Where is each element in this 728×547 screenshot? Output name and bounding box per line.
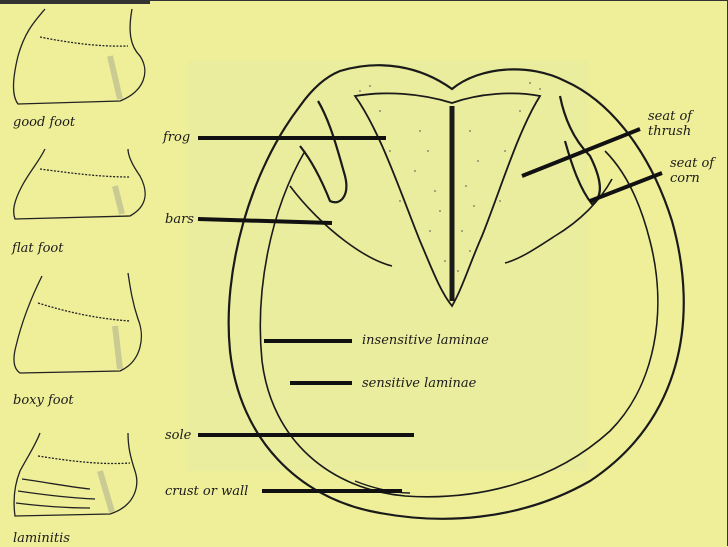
flat-foot-label: flat foot (12, 241, 63, 256)
insensitive-laminae-label: insensitive laminae (362, 333, 489, 348)
boxy-foot-drawing (14, 273, 141, 373)
boxy-foot-label: boxy foot (13, 393, 74, 408)
top-rule (0, 1, 150, 4)
flat-foot-drawing (14, 149, 145, 219)
sole-label: sole (165, 428, 191, 443)
bars-label: bars (165, 212, 194, 227)
laminitis-label: laminitis (13, 531, 70, 546)
sensitive-laminae-label: sensitive laminae (362, 376, 476, 391)
good-foot-label: good foot (13, 115, 75, 130)
frog-label: frog (163, 130, 190, 145)
seat-of-thrush-label: seat of thrush (648, 109, 692, 139)
crust-label: crust or wall (165, 484, 248, 499)
good-foot-drawing (14, 9, 145, 104)
hoof-panel (188, 61, 588, 471)
laminitis-drawing (14, 433, 137, 516)
seat-of-corn-label: seat of corn (670, 156, 714, 186)
